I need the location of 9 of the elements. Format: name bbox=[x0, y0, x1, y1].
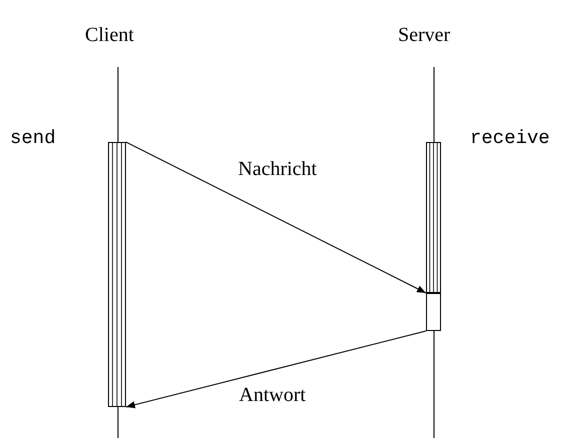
processing-box bbox=[426, 293, 441, 331]
activation-bar bbox=[426, 142, 441, 293]
message-arrow bbox=[126, 142, 426, 294]
participant-name: Client bbox=[85, 24, 135, 47]
participant-name: Server bbox=[398, 24, 452, 47]
message-arrow bbox=[126, 330, 426, 408]
method-label: send bbox=[10, 127, 56, 149]
method-label: receive bbox=[470, 127, 550, 149]
activation-bar bbox=[108, 142, 126, 407]
